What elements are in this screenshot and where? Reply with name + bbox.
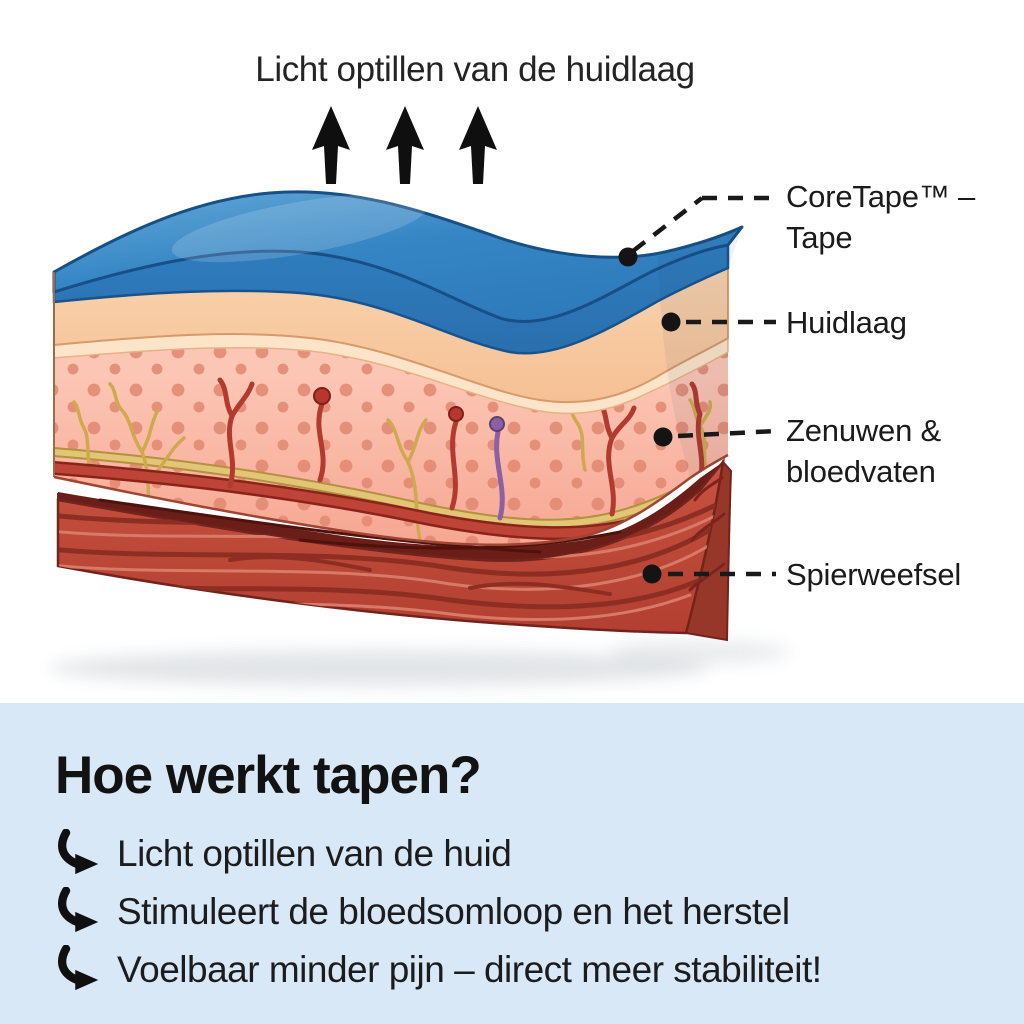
label-coretape-line1: CoreTape™ –	[786, 179, 976, 214]
bullet-item: Stimuleert de bloedsomloop en het herste…	[55, 887, 790, 936]
side-face-shade	[658, 227, 742, 477]
tape-layer	[52, 190, 744, 355]
diagram-title: Licht optillen van de huidlaag	[255, 50, 695, 89]
leader-dots	[618, 247, 681, 584]
info-panel-heading: Hoe werkt tapen?	[55, 746, 482, 805]
bullet-item: Licht optillen van de huid	[55, 829, 512, 878]
block-shadow	[50, 640, 790, 686]
label-huidlaag-line1: Huidlaag	[786, 305, 907, 340]
label-spierweefsel-line1: Spierweefsel	[786, 557, 962, 592]
curved-arrow-icon	[58, 887, 99, 933]
curved-arrow-icon	[58, 829, 99, 875]
lift-arrows-icon	[312, 106, 497, 184]
leader-lines	[631, 195, 777, 577]
label-spierweefsel: Spierweefsel	[786, 554, 961, 595]
bullet-item: Voelbaar minder pijn – direct meer stabi…	[55, 945, 822, 994]
label-huidlaag: Huidlaag	[786, 302, 907, 343]
info-panel	[0, 703, 1024, 1024]
bullet-text: Licht optillen van de huid	[117, 833, 512, 874]
curved-arrow-icon	[58, 945, 99, 991]
bullet-text: Voelbaar minder pijn – direct meer stabi…	[117, 949, 822, 990]
label-zenuwen-line1: Zenuwen &	[786, 413, 942, 448]
label-zenuwen-line2: bloedvaten	[786, 454, 936, 489]
bullet-text: Stimuleert de bloedsomloop en het herste…	[117, 891, 790, 932]
label-coretape-line2: Tape	[786, 220, 853, 255]
label-zenuwen-bloedvaten: Zenuwen & bloedvaten	[786, 410, 941, 492]
label-coretape: CoreTape™ – Tape	[786, 176, 975, 258]
